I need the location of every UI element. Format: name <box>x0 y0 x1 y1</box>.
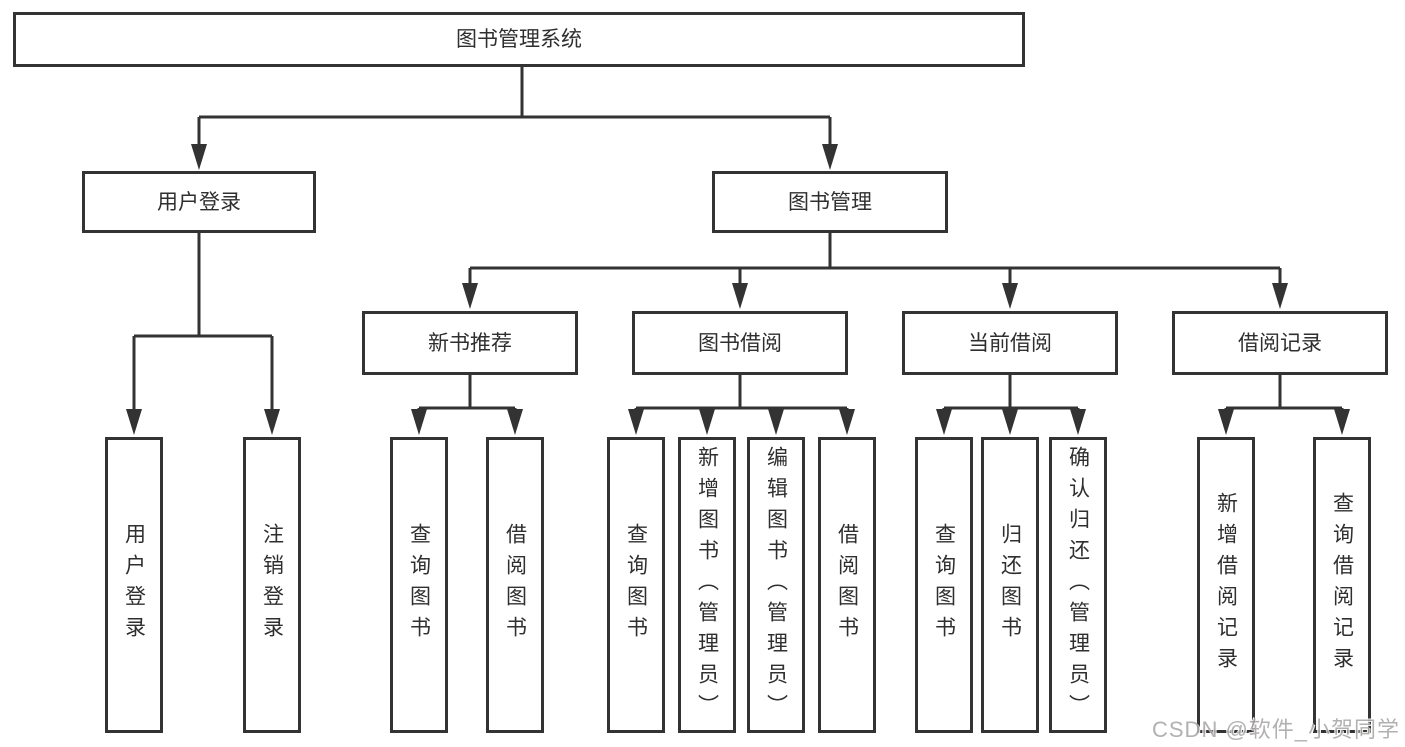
node-new-book-recommendation: 新书推荐 <box>362 311 578 375</box>
leaf-logout: 注销登录 <box>243 437 301 733</box>
leaf-query-books-current: 查询图书 <box>915 437 973 733</box>
leaf-add-borrow-record: 新增借阅记录 <box>1197 437 1255 733</box>
leaf-query-books-borrowing: 查询图书 <box>607 437 665 733</box>
node-book-management: 图书管理 <box>712 171 948 233</box>
leaf-return-books: 归还图书 <box>981 437 1039 733</box>
node-current-borrowing: 当前借阅 <box>902 311 1118 375</box>
node-user-login: 用户登录 <box>82 171 316 233</box>
leaf-borrow-books-recommendation: 借阅图书 <box>486 437 544 733</box>
leaf-borrow-books: 借阅图书 <box>818 437 876 733</box>
leaf-query-books-recommendation: 查询图书 <box>390 437 448 733</box>
node-library-management-system: 图书管理系统 <box>13 12 1025 67</box>
leaf-add-book-admin: 新增图书（管理员） <box>678 437 736 733</box>
leaf-edit-book-admin: 编辑图书（管理员） <box>747 437 805 733</box>
watermark-text: CSDN @软件_小贺同学 <box>1152 717 1401 742</box>
node-book-borrowing: 图书借阅 <box>632 311 848 375</box>
leaf-confirm-return-admin: 确认归还（管理员） <box>1049 437 1107 733</box>
node-borrowing-records: 借阅记录 <box>1172 311 1388 375</box>
leaf-user-login: 用户登录 <box>105 437 163 733</box>
leaf-query-borrow-record: 查询借阅记录 <box>1313 437 1371 733</box>
